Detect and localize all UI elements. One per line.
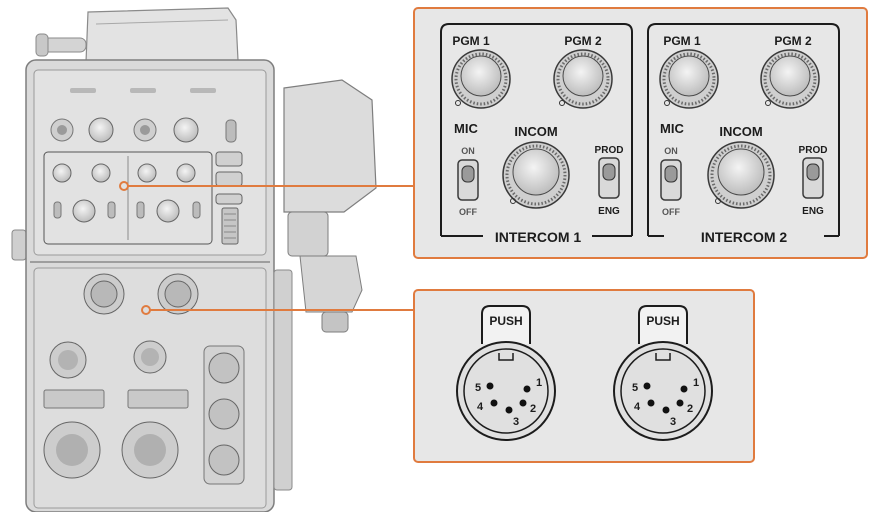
xlr-connector-1: PUSH 1 2 3 4 5 xyxy=(456,305,556,441)
pin-number: 3 xyxy=(513,416,519,428)
pin-number: 1 xyxy=(693,377,699,389)
camera-device-illustration xyxy=(11,7,377,512)
xlr-connector-ring xyxy=(456,341,556,441)
prod-eng-toggle-switch[interactable] xyxy=(802,157,824,199)
pgm1-knob[interactable] xyxy=(451,49,511,109)
pgm2-label: PGM 2 xyxy=(564,34,602,48)
pin-number: 4 xyxy=(477,401,484,413)
incom-knob[interactable] xyxy=(707,141,775,209)
pin xyxy=(676,399,684,407)
pin-number: 4 xyxy=(634,401,641,413)
pin-number: 3 xyxy=(670,416,676,428)
pin xyxy=(523,385,531,393)
intercom-module-1: INTERCOM 1 PGM 1 PGM 2 MIC ON OFF xyxy=(440,23,633,245)
xlr-connector-2: PUSH 1 2 3 4 5 xyxy=(613,305,713,441)
push-label: PUSH xyxy=(489,314,522,328)
pgm1-knob[interactable] xyxy=(659,49,719,109)
eng-label: ENG xyxy=(802,206,824,217)
mic-label: MIC xyxy=(660,121,684,136)
pin xyxy=(680,385,688,393)
pgm2-knob[interactable] xyxy=(553,49,613,109)
pgm1-label: PGM 1 xyxy=(452,34,490,48)
pin-number: 2 xyxy=(687,403,693,415)
mic-toggle-switch[interactable] xyxy=(457,159,479,201)
mic-label: MIC xyxy=(454,121,478,136)
pin xyxy=(505,406,513,414)
incom-label: INCOM xyxy=(719,124,762,139)
incom-label: INCOM xyxy=(514,124,557,139)
pin xyxy=(486,382,494,390)
pin xyxy=(647,399,655,407)
intercom-title: INTERCOM 1 xyxy=(495,229,582,245)
xlr-callout: PUSH 1 2 3 4 5 PUSH 1 xyxy=(413,289,755,463)
xlr-connector-ring xyxy=(613,341,713,441)
pin-number: 1 xyxy=(536,377,542,389)
pin xyxy=(662,406,670,414)
intercom-module-2: INTERCOM 2 PGM 1 PGM 2 MIC ON OFF xyxy=(647,23,840,245)
pin xyxy=(519,399,527,407)
prod-label: PROD xyxy=(595,145,624,156)
pin-number: 5 xyxy=(632,382,638,394)
intercom-title: INTERCOM 2 xyxy=(701,229,788,245)
prod-label: PROD xyxy=(799,145,828,156)
intercom-callout: INTERCOM 1 PGM 1 PGM 2 MIC ON OFF xyxy=(413,7,868,259)
pgm2-knob[interactable] xyxy=(760,49,820,109)
pgm2-label: PGM 2 xyxy=(774,34,812,48)
eng-label: ENG xyxy=(598,206,620,217)
prod-eng-toggle-switch[interactable] xyxy=(598,157,620,199)
mic-on-label: ON xyxy=(461,146,475,156)
pin xyxy=(643,382,651,390)
mic-on-label: ON xyxy=(664,146,678,156)
push-label: PUSH xyxy=(646,314,679,328)
pin-number: 2 xyxy=(530,403,536,415)
incom-knob[interactable] xyxy=(502,141,570,209)
leader-lines xyxy=(119,181,414,315)
xlr-latch-notch xyxy=(655,353,671,361)
pin-number: 5 xyxy=(475,382,481,394)
pgm1-label: PGM 1 xyxy=(663,34,701,48)
xlr-latch-notch xyxy=(498,353,514,361)
mic-off-label: OFF xyxy=(459,207,477,217)
mic-off-label: OFF xyxy=(662,207,680,217)
mic-toggle-switch[interactable] xyxy=(660,159,682,201)
pin xyxy=(490,399,498,407)
